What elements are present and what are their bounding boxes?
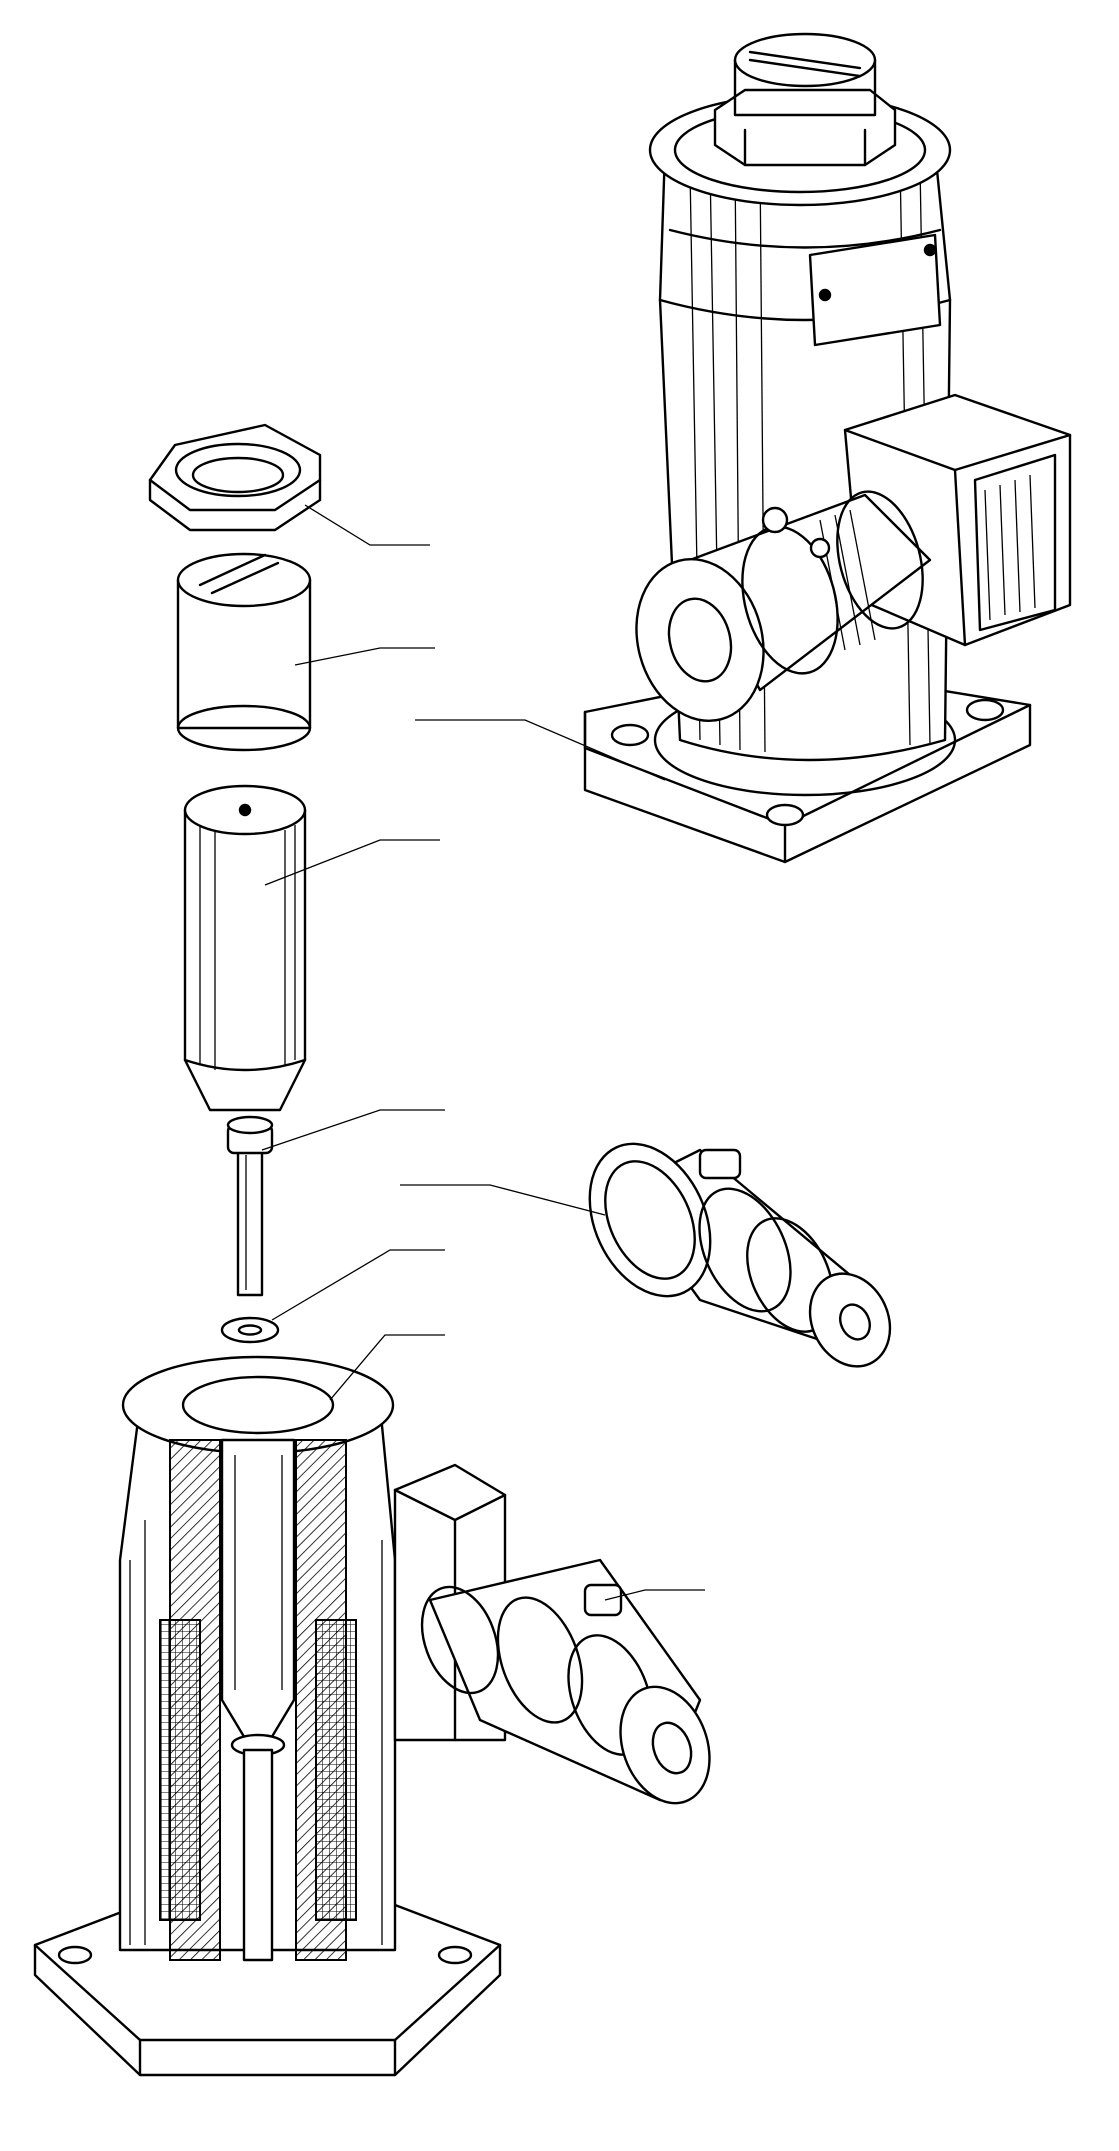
top-cap: [648, 32, 952, 207]
leader-pin: [261, 1109, 445, 1151]
washer: [220, 1316, 280, 1344]
plunger: [183, 784, 307, 1112]
side-connector: [393, 1463, 711, 1805]
lock-nut: [148, 423, 322, 532]
leader-plunger: [264, 839, 440, 886]
pin: [226, 1115, 274, 1297]
leader-washer: [271, 1249, 445, 1321]
nameplate: [808, 233, 942, 347]
leader-side-connector: [604, 1589, 705, 1601]
housing-section: [33, 1355, 502, 2077]
leader-connector-plug: [400, 1184, 606, 1216]
connector-plug: [588, 1142, 892, 1368]
leader-housing-section: [329, 1334, 445, 1401]
leader-lines: [261, 504, 705, 1601]
leader-assembled-housing: [415, 719, 666, 781]
assembled-housing: [583, 32, 1072, 864]
leader-adjusting-screw: [294, 647, 435, 666]
adjusting-screw: [176, 552, 312, 752]
leader-lock-nut: [304, 504, 430, 546]
assembled-connector: [635, 490, 932, 723]
